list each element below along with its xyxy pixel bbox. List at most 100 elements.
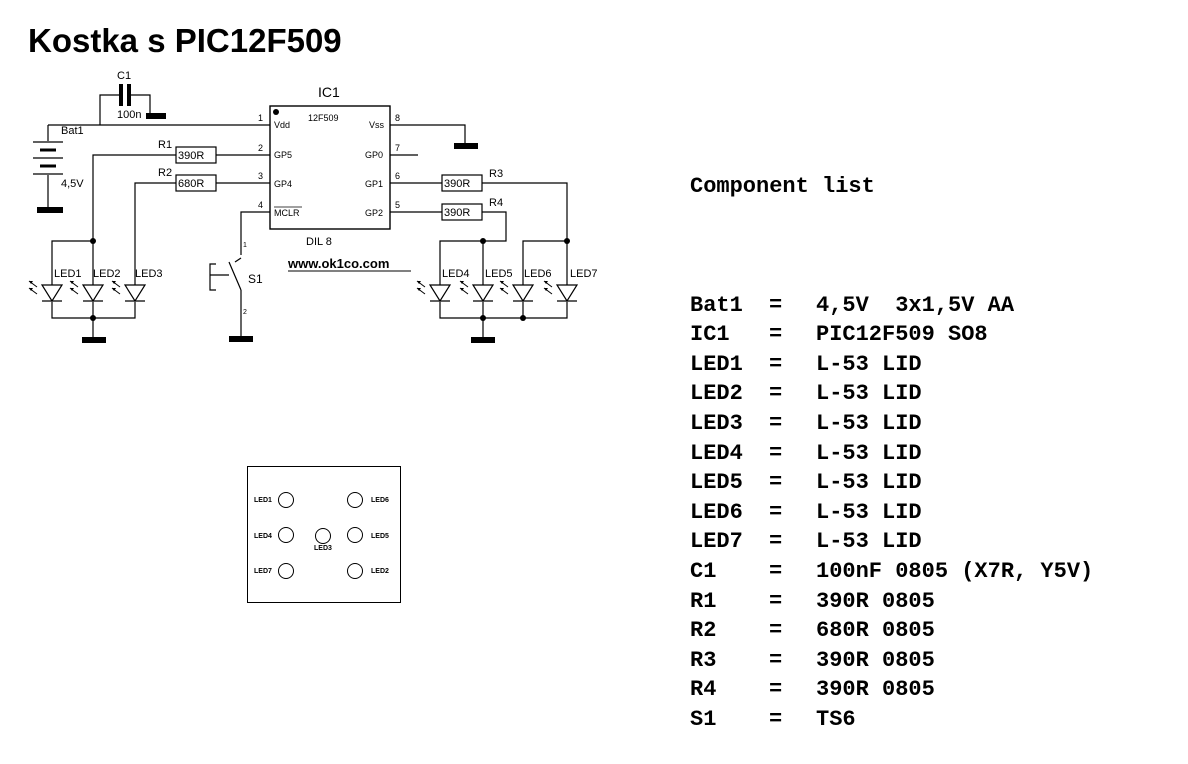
svg-text:3: 3	[258, 171, 263, 181]
component-ref: LED2	[690, 381, 743, 407]
board-led3-pad	[315, 528, 331, 544]
component-ref: R4	[690, 677, 717, 703]
board-label-led6: LED6	[371, 497, 389, 504]
svg-text:GP5: GP5	[274, 150, 292, 160]
board-label-led3: LED3	[314, 545, 332, 552]
board-label-led2: LED2	[371, 568, 389, 575]
component-value: L-53 LID	[816, 529, 922, 555]
component-ref: R3	[690, 647, 717, 673]
board-led6-pad	[347, 492, 363, 508]
component-ref: Bat1	[690, 292, 743, 318]
component-value: TS6	[816, 706, 856, 732]
svg-text:2: 2	[258, 143, 263, 153]
component-list-heading: Component list	[690, 174, 875, 200]
wires	[47, 94, 568, 338]
switch-s1: S1 1 2	[209, 242, 263, 316]
board-label-led5: LED5	[371, 533, 389, 540]
led-3	[111, 280, 146, 302]
component-row: LED2=L-53 LID	[690, 379, 1093, 409]
component-ref: LED1	[690, 351, 743, 377]
ic1-chip: IC1 12F509 DIL 8 1 Vdd 2 GP5 3 GP4 4 MCL…	[258, 84, 400, 248]
component-ref: LED6	[690, 499, 743, 525]
board-led4-pad	[278, 527, 294, 543]
ground-symbols	[37, 113, 495, 343]
component-ref: LED4	[690, 440, 743, 466]
junction-dots	[90, 238, 570, 321]
component-equals: =	[769, 292, 783, 318]
component-row: LED3=L-53 LID	[690, 409, 1093, 439]
component-row: Bat1 = 4,5V 3x1,5V AA	[690, 291, 1093, 321]
led-6	[499, 280, 534, 302]
led-7-label: LED7	[570, 268, 598, 280]
svg-text:GP4: GP4	[274, 179, 292, 189]
component-equals: =	[769, 647, 783, 673]
svg-text:S1: S1	[248, 272, 263, 286]
svg-text:R3: R3	[489, 168, 503, 180]
svg-text:5: 5	[395, 200, 400, 210]
led-3-label: LED3	[135, 268, 163, 280]
resistor-r1: 390R R1	[158, 139, 217, 164]
svg-text:C1: C1	[117, 70, 131, 82]
component-equals: =	[769, 440, 783, 466]
component-row: IC1 = PIC12F509 SO8	[690, 320, 1093, 350]
svg-text:1: 1	[258, 113, 263, 123]
battery-bat1: Bat1 4,5V	[33, 125, 84, 190]
component-equals: =	[769, 470, 783, 496]
component-row: R3=390R 0805	[690, 646, 1093, 676]
component-value: 4,5V 3x1,5V AA	[816, 292, 1015, 318]
resistor-r3: 390R R3	[441, 168, 503, 192]
led-1-label: LED1	[54, 268, 82, 280]
svg-text:100n: 100n	[117, 109, 141, 121]
component-value: L-53 LID	[816, 470, 922, 496]
svg-text:4: 4	[258, 200, 263, 210]
component-list: Component list Bat1 = 4,5V 3x1,5V AA IC1 = PI…	[690, 113, 1093, 764]
svg-text:GP0: GP0	[365, 150, 383, 160]
component-value: 390R 0805	[816, 588, 935, 614]
svg-text:Bat1: Bat1	[61, 125, 84, 137]
svg-text:1: 1	[243, 242, 247, 249]
component-value: 680R 0805	[816, 618, 935, 644]
board-label-led1: LED1	[254, 497, 272, 504]
board-label-led7: LED7	[254, 568, 272, 575]
component-equals: =	[769, 677, 783, 703]
component-row: LED5 = L-53 LID	[690, 468, 1093, 498]
led-5	[459, 280, 494, 302]
board-led1-pad	[278, 492, 294, 508]
component-row: LED1=L-53 LID	[690, 350, 1093, 380]
component-equals: =	[769, 410, 783, 436]
led-7	[543, 280, 578, 302]
led-2	[69, 280, 104, 302]
capacitor-c1: C1 100n	[117, 70, 141, 121]
svg-text:GP1: GP1	[365, 179, 383, 189]
component-equals: =	[769, 558, 783, 584]
led-4	[416, 280, 451, 302]
component-ref: R1	[690, 588, 717, 614]
svg-text:GP2: GP2	[365, 208, 383, 218]
component-value: 100nF 0805 (X7R, Y5V)	[816, 558, 1094, 584]
svg-text:390R: 390R	[444, 207, 470, 219]
component-row: S1=TS6	[690, 705, 1093, 735]
component-equals: =	[769, 618, 783, 644]
component-value: L-53 LID	[816, 410, 922, 436]
component-equals: =	[769, 588, 783, 614]
component-row: LED4=L-53 LID	[690, 439, 1093, 469]
component-row: C1=100nF 0805 (X7R, Y5V)	[690, 557, 1093, 587]
component-equals: =	[769, 529, 783, 555]
component-equals: =	[769, 322, 783, 348]
svg-text:R4: R4	[489, 197, 503, 209]
component-value: PIC12F509 SO8	[816, 322, 988, 348]
board-layout: LED1 LED6 LED4 LED3 LED5 LED7 LED2	[247, 466, 401, 603]
board-led7-pad	[278, 563, 294, 579]
component-ref: LED5	[690, 470, 743, 496]
svg-text:2: 2	[243, 309, 247, 316]
svg-text:390R: 390R	[444, 178, 470, 190]
component-row: LED6=L-53 LID	[690, 498, 1093, 528]
component-value: L-53 LID	[816, 499, 922, 525]
svg-text:4,5V: 4,5V	[61, 178, 84, 190]
resistor-r2: 680R R2	[158, 167, 217, 192]
svg-text:8: 8	[395, 113, 400, 123]
svg-text:DIL 8: DIL 8	[306, 236, 332, 248]
component-ref: IC1	[690, 322, 730, 348]
svg-text:7: 7	[395, 143, 400, 153]
